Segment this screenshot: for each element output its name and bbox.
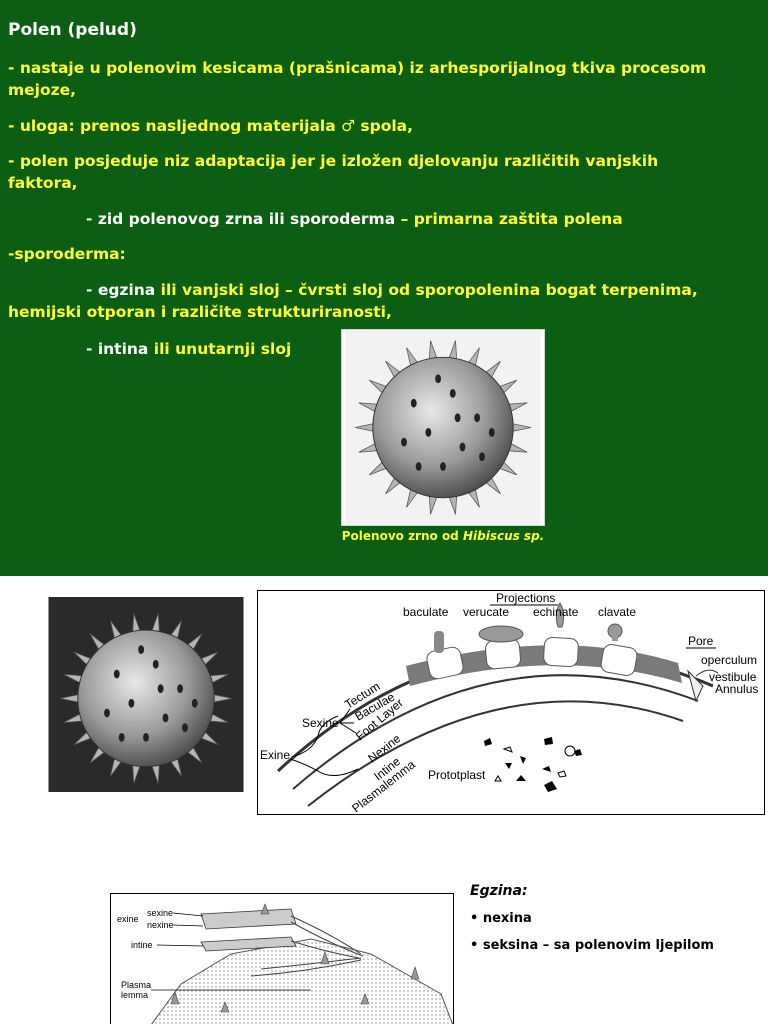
sporoderm-diagram: Projections baculate verucate echinate c… [257, 590, 765, 815]
pollen-pore [162, 713, 169, 723]
pollen-pore [143, 733, 149, 742]
label-projections: Projections [496, 591, 555, 605]
slide-pollen: Polen (pelud) - nastaje u polenovim kesi… [0, 0, 768, 576]
pollen-pore [118, 733, 125, 742]
label-operculum: operculum [701, 653, 757, 667]
text-line-5: -sporoderma: [8, 245, 126, 263]
pollen-photo-2 [44, 597, 248, 792]
text-line-1a: - nastaje u polenovim kesicama (prašnica… [8, 59, 707, 77]
label-echinate: echinate [533, 605, 579, 619]
text-line-6b: hemijski otporan i različite strukturira… [8, 303, 392, 321]
pollen-pore [104, 708, 110, 718]
label2-exine: exine [117, 914, 139, 924]
pollen-pore [157, 684, 164, 694]
text-line-6-white: - egzina [86, 281, 156, 299]
pollen-pore [474, 413, 481, 423]
label-annulus: Annulus [715, 682, 758, 696]
pollen-pore [182, 723, 188, 733]
label-protoplast: Prototplast [428, 768, 486, 782]
label2-intine: intine [131, 940, 153, 950]
label2-sexine: sexine [147, 908, 173, 918]
text-line-3b: faktora, [8, 174, 78, 192]
text-line-2: - uloga: prenos nasljednog materijala ♂ … [8, 117, 414, 135]
egzina-item-nexina: • nexina [470, 911, 532, 926]
pollen-photo-hibiscus [341, 329, 545, 526]
pollen-pore [449, 388, 456, 398]
label-pore: Pore [688, 634, 714, 648]
egzina-title-colon: : [521, 883, 528, 899]
pollen-pore [128, 698, 135, 708]
label2-plasma: Plasma [121, 980, 151, 990]
pollen-pore [488, 427, 495, 437]
pollen-pore [113, 669, 120, 679]
label-baculate: baculate [403, 605, 449, 619]
pollen-wall-layers: sexine nexine exine intine Plasma lemma [117, 903, 453, 1024]
egzina-title: Egzina: [470, 883, 528, 899]
text-line-6-yellow: ili vanjski sloj – čvrsti sloj od sporop… [155, 281, 698, 299]
label-clavate: clavate [598, 605, 636, 619]
label-vestibule: vestibule [709, 670, 757, 684]
text-line-7: - intina ili unutarnji sloj [86, 340, 291, 359]
text-line-6: - egzina ili vanjski sloj – čvrsti sloj … [86, 281, 698, 300]
pollen-pore [435, 374, 442, 384]
text-line-7-white: - intina [86, 340, 149, 358]
pollen-grain-image-2 [48, 597, 244, 792]
text-line-3a: - polen posjeduje niz adaptacija jer je … [8, 152, 659, 170]
egzina-title-text: Egzina [470, 883, 522, 899]
pollen-pore [410, 398, 417, 408]
pollen-grain-image [345, 330, 541, 525]
pollen-pore [440, 462, 446, 471]
pollen-pore [425, 427, 432, 437]
pollen-wall-sketch: sexine nexine exine intine Plasma lemma [110, 893, 454, 1024]
pollen-pore [138, 645, 145, 655]
pollen-pore [177, 684, 184, 694]
text-line-7-yellow: ili unutarnji sloj [148, 340, 292, 358]
text-line-1b: mejoze, [8, 81, 77, 99]
text-line-4-white: - zid polenovog zrna ili sporoderma [86, 210, 396, 228]
egzina-item-seksina: • seksina – sa polenovim ljepilom [470, 938, 714, 953]
pollen-pore [415, 462, 422, 471]
text-line-4: - zid polenovog zrna ili sporoderma – pr… [86, 210, 623, 229]
text-line-4-yellow: – primarna zaštita polena [395, 210, 623, 228]
pollen-pore [459, 442, 466, 452]
caption-prefix: Polenovo zrno od [341, 529, 463, 543]
label2-nexine: nexine [147, 920, 174, 930]
pollen-pore [454, 413, 461, 423]
label-verucate: verucate [463, 605, 509, 619]
label-exine: Exine [260, 748, 290, 762]
pollen-pore [479, 452, 485, 462]
pollen-pore [152, 659, 159, 669]
slide-title: Polen (pelud) [8, 20, 137, 40]
pollen-pore [401, 437, 407, 447]
sporoderm-cross-section: Projections baculate verucate echinate c… [260, 591, 758, 815]
caption-species: Hibiscus sp. [462, 529, 545, 543]
photo-caption: Polenovo zrno od Hibiscus sp. [341, 529, 545, 543]
pollen-pore [191, 698, 198, 708]
label2-lemma: lemma [121, 990, 148, 1000]
